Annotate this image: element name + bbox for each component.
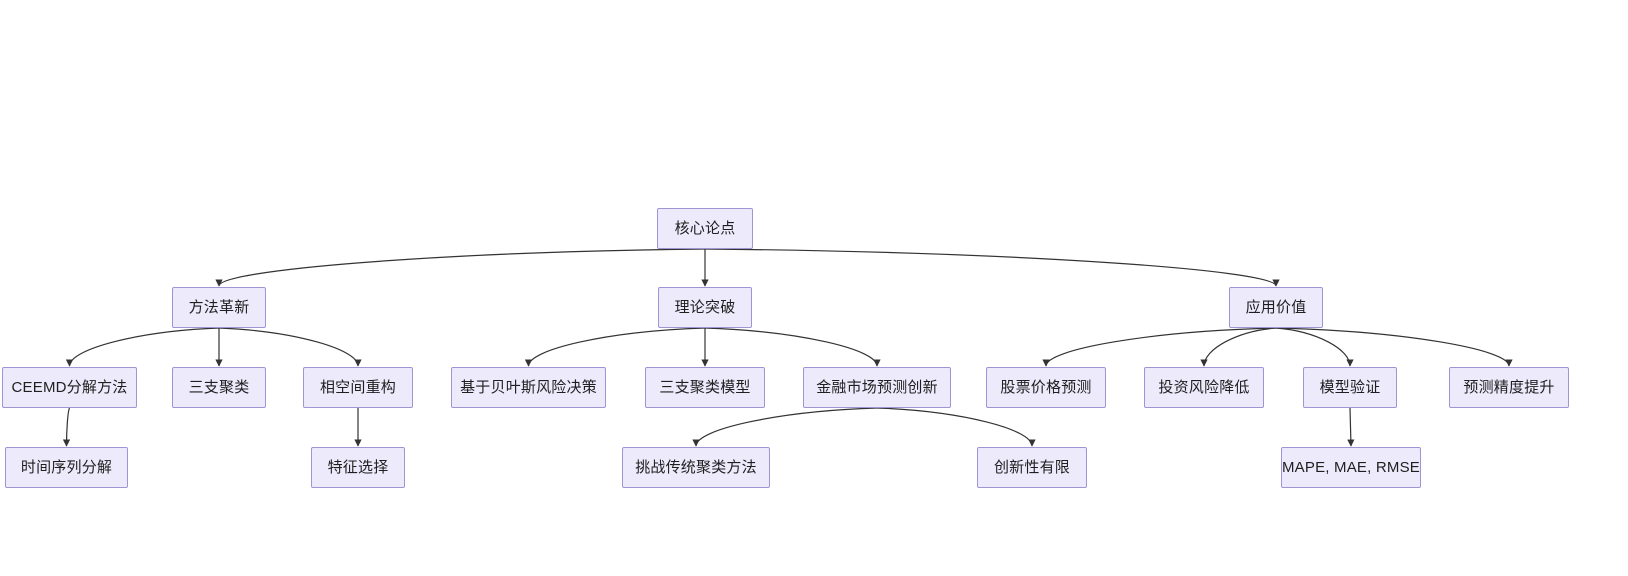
node-phase[interactable]: 相空间重构 [303,367,413,408]
node-bayes[interactable]: 基于贝叶斯风险决策 [451,367,606,408]
edge-root-to-application [704,248,1280,287]
edge-ceemd-to-tsdecomp [62,407,71,447]
node-method[interactable]: 方法革新 [172,287,266,328]
node-limited[interactable]: 创新性有限 [977,447,1087,488]
edge-theory-to-bayes [524,327,706,367]
node-label: 特征选择 [327,459,389,476]
node-label: 金融市场预测创新 [816,379,938,396]
node-label: 时间序列分解 [20,459,113,476]
node-label: 创新性有限 [993,459,1070,476]
edge-application-to-stock [1042,327,1277,367]
node-feature[interactable]: 特征选择 [311,447,405,488]
edge-group [62,248,1513,447]
node-label: 理论突破 [674,299,736,316]
node-challenge[interactable]: 挑战传统聚类方法 [622,447,770,488]
node-label: 基于贝叶斯风险决策 [460,379,597,396]
node-application[interactable]: 应用价值 [1229,287,1323,328]
edge-application-to-validate [1275,327,1354,367]
node-label: 三支聚类 [188,379,250,396]
edge-method-to-phase [218,327,362,367]
edge-application-to-risk [1200,327,1277,367]
node-root[interactable]: 核心论点 [657,208,753,249]
node-label: 模型验证 [1319,379,1381,396]
node-validate[interactable]: 模型验证 [1303,367,1397,408]
node-label: MAPE, MAE, RMSE [1281,459,1421,476]
edge-application-to-accuracy [1275,327,1513,367]
node-twmodel[interactable]: 三支聚类模型 [645,367,765,408]
node-label: 相空间重构 [319,379,396,396]
node-stock[interactable]: 股票价格预测 [986,367,1106,408]
edge-root-to-method [215,248,706,287]
node-accuracy[interactable]: 预测精度提升 [1449,367,1569,408]
node-tsdecomp[interactable]: 时间序列分解 [5,447,128,488]
node-theory[interactable]: 理论突破 [658,287,752,328]
node-ceemd[interactable]: CEEMD分解方法 [2,367,137,408]
node-label: 股票价格预测 [1000,379,1092,396]
node-threeway[interactable]: 三支聚类 [172,367,266,408]
edge-theory-to-finance [704,327,881,367]
node-risk[interactable]: 投资风险降低 [1144,367,1264,408]
node-label: 三支聚类模型 [659,379,751,396]
node-label: 投资风险降低 [1158,379,1250,396]
node-finance[interactable]: 金融市场预测创新 [803,367,951,408]
node-label: 挑战传统聚类方法 [635,459,757,476]
node-label: 预测精度提升 [1463,379,1555,396]
node-label: 核心论点 [674,220,736,237]
node-label: 方法革新 [188,299,250,316]
node-label: CEEMD分解方法 [11,379,128,396]
node-label: 应用价值 [1245,299,1307,316]
edge-validate-to-metrics [1347,407,1355,447]
edge-finance-to-challenge [692,407,878,447]
node-metrics[interactable]: MAPE, MAE, RMSE [1281,447,1421,488]
edge-finance-to-limited [876,407,1036,447]
edge-method-to-ceemd [65,327,220,367]
